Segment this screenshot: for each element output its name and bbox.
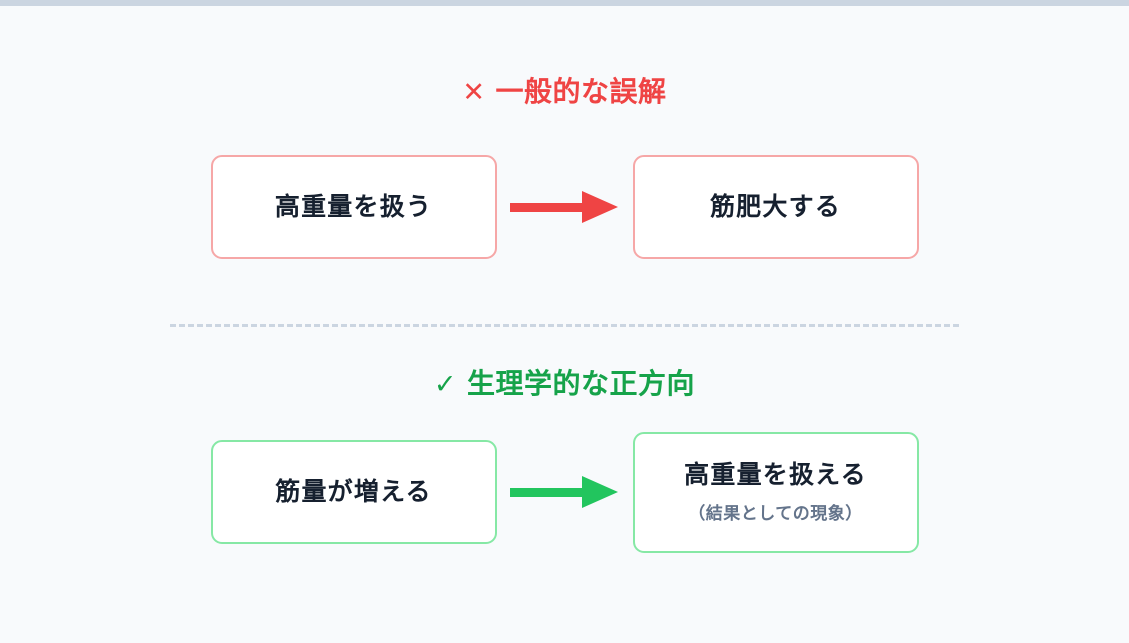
top-accent-strip: [0, 0, 1129, 6]
diagram-canvas: ✕ 一般的な誤解 高重量を扱う 筋肥大する ✓ 生理学的な正方向 筋量が増える: [0, 6, 1129, 643]
right-arrow-icon: [509, 191, 618, 223]
flow-row-correct: 筋量が増える 高重量を扱える （結果としての現象）: [0, 431, 1129, 553]
check-mark-icon: ✓: [433, 369, 458, 400]
arrow-correct: [504, 472, 626, 512]
section-title-correct-text: 生理学的な正方向: [467, 367, 696, 400]
node-correct-cause[interactable]: 筋量が増える: [210, 440, 497, 544]
node-label: 筋肥大する: [709, 192, 841, 221]
section-title-correct: ✓ 生理学的な正方向: [0, 362, 1129, 402]
cross-mark-icon: ✕: [462, 77, 486, 108]
node-label: 筋量が増える: [275, 477, 432, 506]
flow-row-misconception: 高重量を扱う 筋肥大する: [0, 152, 1129, 262]
node-misconception-cause[interactable]: 高重量を扱う: [210, 155, 497, 259]
node-correct-effect[interactable]: 高重量を扱える （結果としての現象）: [632, 431, 919, 553]
node-label: 高重量を扱う: [274, 192, 433, 221]
node-sublabel: （結果としての現象）: [688, 504, 863, 524]
node-misconception-effect[interactable]: 筋肥大する: [632, 155, 919, 259]
section-title-misconception-text: 一般的な誤解: [495, 75, 667, 108]
section-divider: [170, 324, 959, 327]
section-title-misconception: ✕ 一般的な誤解: [0, 70, 1129, 110]
node-label: 高重量を扱える: [684, 460, 867, 489]
arrow-misconception: [504, 187, 626, 227]
right-arrow-icon: [509, 476, 618, 508]
